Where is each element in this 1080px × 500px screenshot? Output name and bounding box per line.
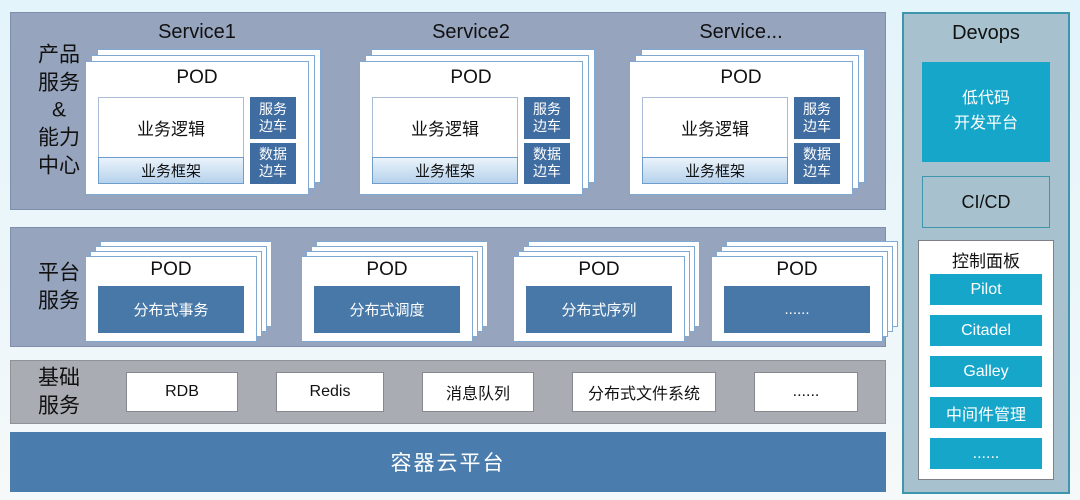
container-cloud-label: 容器云平台 (390, 452, 506, 475)
service-sidecar-box: 服务 边车 (250, 97, 296, 139)
logic-column: 业务逻辑 业务框架 (98, 97, 244, 184)
data-sidecar-box: 数据 边车 (250, 142, 296, 184)
basic-services-label: 基础 服务 (38, 366, 80, 417)
sidecar-column: 服务 边车 数据 边车 (524, 97, 570, 184)
pod-title: POD (176, 67, 218, 88)
platform-pod-stack: POD 分布式事务 (85, 241, 272, 342)
platform-more-box: ...... (724, 286, 870, 333)
platform-services-band: 平台 服务 POD 分布式事务 POD 分布式调度 POD (10, 227, 898, 347)
service1-pod-stack: POD 业务逻辑 业务框架 服务 边车 数据 边车 (85, 49, 321, 195)
distributed-scheduling-box: 分布式调度 (314, 286, 460, 333)
pod-title: POD (720, 67, 762, 88)
data-sidecar-box: 数据 边车 (794, 142, 840, 184)
service-sidecar-box: 服务 边车 (524, 97, 570, 139)
control-panel-title: 控制面板 (952, 252, 1020, 271)
data-sidecar-box: 数据 边车 (524, 142, 570, 184)
platform-pod-stack: POD 分布式调度 (301, 241, 488, 342)
citadel-box: Citadel (930, 315, 1042, 346)
service1-title: Service1 (158, 21, 236, 43)
logic-column: 业务逻辑 业务框架 (372, 97, 518, 184)
service-more-group: Service... POD 业务逻辑 业务框架 服务 边车 数据 边车 (629, 21, 865, 203)
sidecar-column: 服务 边车 数据 边车 (250, 97, 296, 184)
sidecar-column: 服务 边车 数据 边车 (794, 97, 840, 184)
business-framework-box: 业务框架 (642, 157, 788, 184)
service1-group: Service1 POD 业务逻辑 业务框架 服务 边车 数据 边车 (85, 21, 321, 203)
pilot-box: Pilot (930, 274, 1042, 305)
business-logic-box: 业务逻辑 (98, 97, 244, 158)
service2-pod-stack: POD 业务逻辑 业务框架 服务 边车 数据 边车 (359, 49, 595, 195)
business-logic-box: 业务逻辑 (372, 97, 518, 158)
distributed-sequence-box: 分布式序列 (526, 286, 672, 333)
platform-pod-card: POD 分布式序列 (513, 256, 685, 342)
service-more-title: Service... (699, 21, 783, 43)
pod-body: 业务逻辑 业务框架 服务 边车 数据 边车 (98, 97, 296, 184)
middleware-management-box: 中间件管理 (930, 397, 1042, 428)
basic-services-items: RDB Redis 消息队列 分布式文件系统 ...... (126, 361, 858, 423)
service2-pod-card: POD 业务逻辑 业务框架 服务 边车 数据 边车 (359, 61, 583, 195)
service-sidecar-box: 服务 边车 (794, 97, 840, 139)
logic-column: 业务逻辑 业务框架 (642, 97, 788, 184)
platform-pod-card: POD 分布式调度 (301, 256, 473, 342)
pod-title: POD (366, 259, 408, 280)
message-queue-box: 消息队列 (422, 372, 534, 412)
control-panel: 控制面板 Pilot Citadel Galley 中间件管理 ...... (918, 240, 1054, 480)
platform-pod-stack: POD ...... (711, 241, 898, 342)
business-framework-box: 业务框架 (98, 157, 244, 184)
service-more-pod-card: POD 业务逻辑 业务框架 服务 边车 数据 边车 (629, 61, 853, 195)
devops-panel: Devops 低代码 开发平台 CI/CD 控制面板 Pilot Citadel… (902, 12, 1070, 494)
pod-body: 业务逻辑 业务框架 服务 边车 数据 边车 (372, 97, 570, 184)
basic-services-band: 基础 服务 RDB Redis 消息队列 分布式文件系统 ...... (10, 360, 886, 424)
platform-pod-card: POD 分布式事务 (85, 256, 257, 342)
galley-box: Galley (930, 356, 1042, 387)
platform-pod-card: POD ...... (711, 256, 883, 342)
lowcode-platform-box: 低代码 开发平台 (922, 62, 1050, 162)
service1-pod-card: POD 业务逻辑 业务框架 服务 边车 数据 边车 (85, 61, 309, 195)
pod-title: POD (150, 259, 192, 280)
control-panel-more-box: ...... (930, 438, 1042, 469)
distributed-transaction-box: 分布式事务 (98, 286, 244, 333)
business-framework-box: 业务框架 (372, 157, 518, 184)
platform-services-label: 平台 服务 (38, 261, 80, 312)
service2-group: Service2 POD 业务逻辑 业务框架 服务 边车 数据 边车 (359, 21, 595, 203)
container-cloud-band: 容器云平台 (10, 432, 886, 492)
pod-title: POD (450, 67, 492, 88)
service-more-pod-stack: POD 业务逻辑 业务框架 服务 边车 数据 边车 (629, 49, 865, 195)
cicd-box: CI/CD (922, 176, 1050, 228)
product-capability-label: 产品 服务 & 能力 中心 (38, 43, 80, 178)
devops-title: Devops (952, 22, 1020, 44)
rdb-box: RDB (126, 372, 238, 412)
business-logic-box: 业务逻辑 (642, 97, 788, 158)
basic-more-box: ...... (754, 372, 858, 412)
pod-title: POD (776, 259, 818, 280)
pod-body: 业务逻辑 业务框架 服务 边车 数据 边车 (642, 97, 840, 184)
distributed-file-system-box: 分布式文件系统 (572, 372, 716, 412)
platform-pod-stack: POD 分布式序列 (513, 241, 700, 342)
redis-box: Redis (276, 372, 384, 412)
control-panel-buttons: Pilot Citadel Galley 中间件管理 ...... (930, 274, 1042, 469)
product-capability-band: 产品 服务 & 能力 中心 Service1 POD 业务逻辑 业务框架 服务 … (10, 12, 886, 210)
pod-title: POD (578, 259, 620, 280)
service2-title: Service2 (432, 21, 510, 43)
